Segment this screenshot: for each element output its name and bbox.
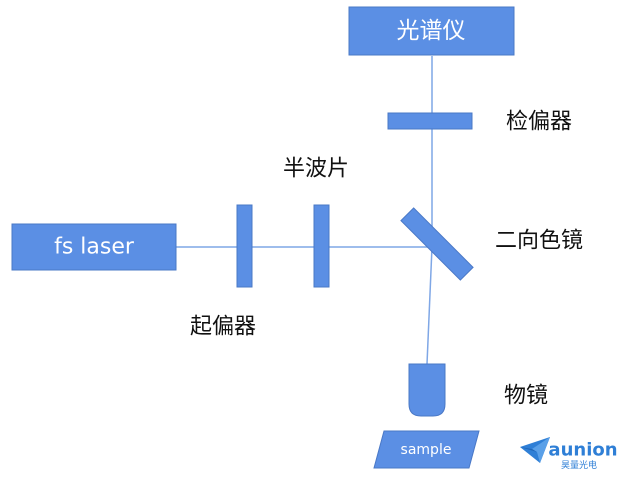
company-logo: aunion 昊量光电 [520,437,618,471]
analyzer-label: 检偏器 [506,110,572,135]
objective-label: 物镜 [504,384,548,409]
spectrometer-box: 光谱仪 [348,6,515,56]
logo-name: aunion [548,440,617,461]
polarizer-label: 起偏器 [190,315,256,340]
beam-vertical-lower [426,246,433,365]
spectrometer-label: 光谱仪 [397,18,466,44]
paper-plane-icon [520,437,550,463]
sample-element: sample [373,430,480,469]
laser-label: fs laser [54,235,135,260]
polarizer-element [236,204,253,288]
half-wave-plate-label: 半波片 [283,157,349,182]
analyzer-element [387,112,473,130]
sample-label: sample [401,442,452,458]
laser-box: fs laser [11,223,177,271]
half-wave-plate-element [313,204,330,288]
objective-element [408,363,446,417]
logo-subtitle: 昊量光电 [561,459,597,471]
dichroic-mirror-label: 二向色镜 [495,229,583,254]
dichroic-mirror-element [400,207,474,281]
